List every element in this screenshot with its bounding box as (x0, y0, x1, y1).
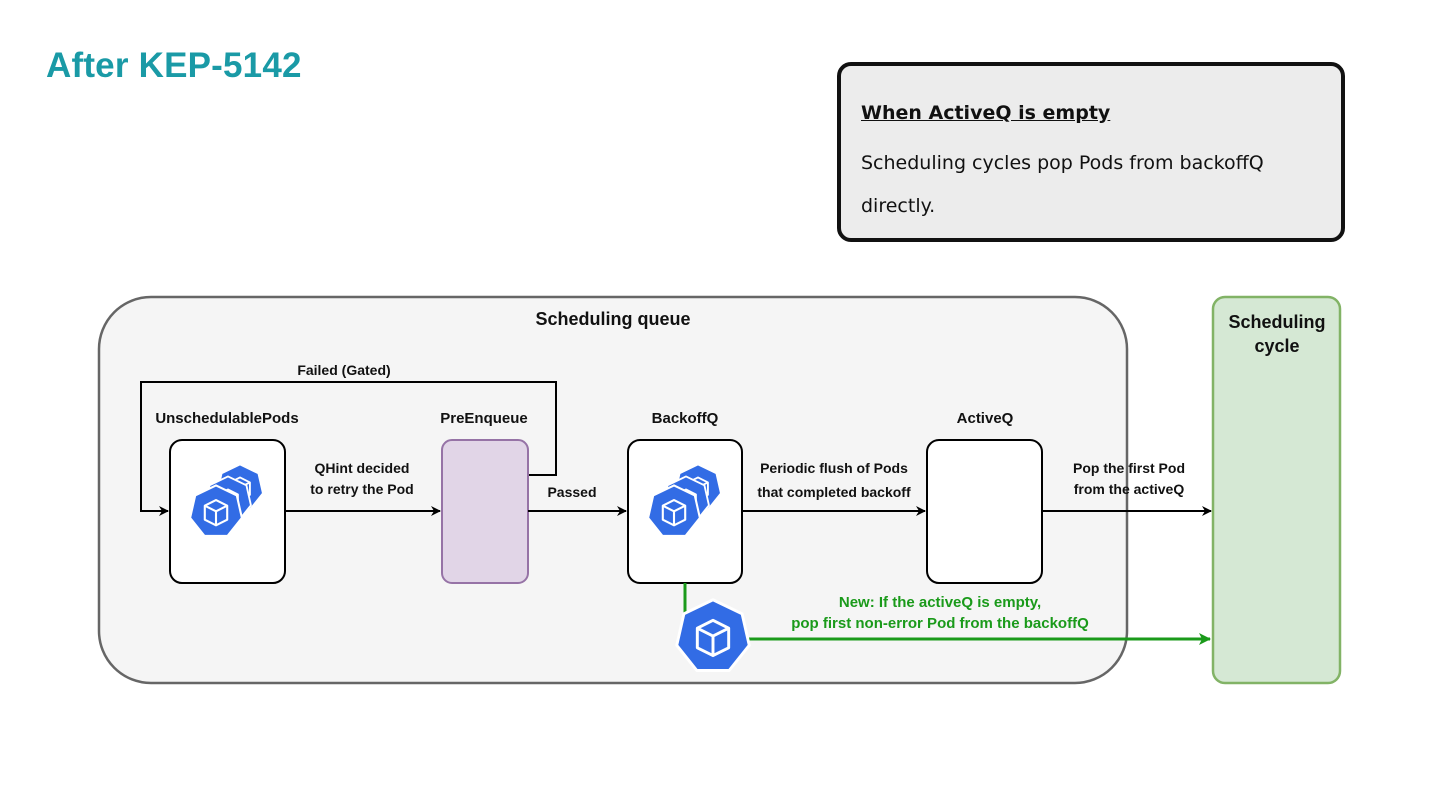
failed-gated-arrow (140, 381, 557, 516)
preenqueue-box (441, 439, 529, 584)
backoffq-label: BackoffQ (652, 410, 719, 427)
pop-activeq-label-line1: Pop the first Pod (1073, 460, 1185, 476)
qhint-label-line1: QHint decided (315, 460, 410, 476)
activeq-box (926, 439, 1043, 584)
qhint-label-line2: to retry the Pod (310, 481, 413, 497)
note-heading: When ActiveQ is empty (861, 102, 1111, 124)
scheduling-queue-container (97, 295, 1129, 685)
preenqueue-label: PreEnqueue (440, 410, 528, 427)
flush-label-line1: Periodic flush of Pods (760, 460, 908, 476)
scheduling-cycle-label-line1: Scheduling (1228, 312, 1325, 332)
unschedulable-pods-label: UnschedulablePods (155, 410, 298, 427)
pop-activeq-label-line2: from the activeQ (1074, 481, 1185, 497)
passed-label: Passed (547, 484, 596, 500)
new-path-label-line2: pop first non-error Pod from the backoff… (791, 615, 1089, 632)
kubernetes-pod-icon (675, 598, 751, 672)
slide-title: After KEP-5142 (46, 46, 302, 85)
scheduling-cycle-label-line2: cycle (1254, 336, 1299, 356)
note-body: Scheduling cycles pop Pods from backoffQ… (861, 152, 1264, 217)
scheduling-cycle-box (1211, 295, 1342, 685)
scheduling-queue-label: Scheduling queue (535, 309, 690, 329)
activeq-label: ActiveQ (957, 410, 1014, 427)
new-path-label-line1: New: If the activeQ is empty, (839, 594, 1041, 611)
note-box: When ActiveQ is empty Scheduling cycles … (837, 62, 1345, 242)
failed-gated-label: Failed (Gated) (297, 362, 390, 378)
flush-label-line2: that completed backoff (757, 484, 911, 500)
